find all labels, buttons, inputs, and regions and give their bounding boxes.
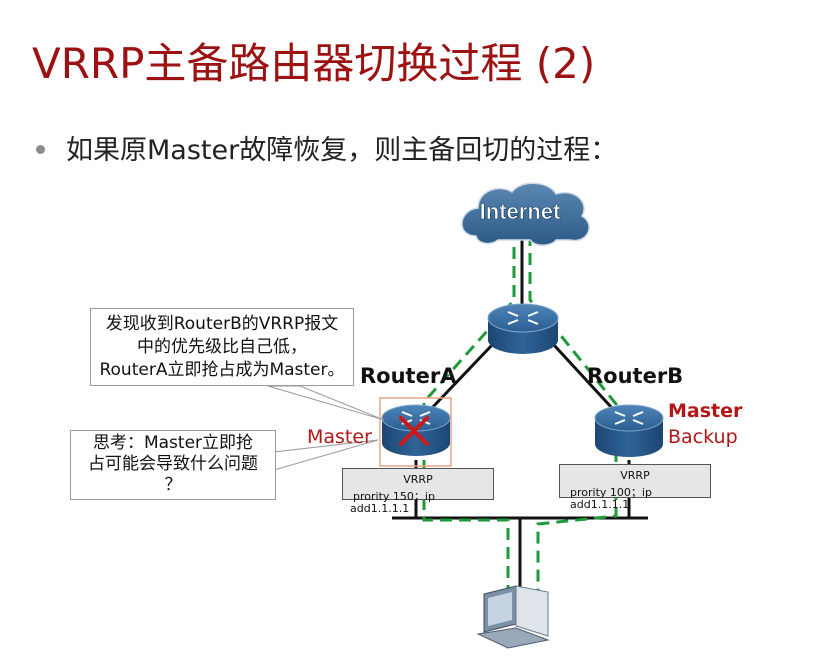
internet-label: Internet bbox=[480, 199, 561, 224]
routera-vrrp-title: VRRP bbox=[403, 473, 433, 486]
callout1-line1: 发现收到RouterB的VRRP报文 bbox=[105, 314, 339, 334]
internet-cloud-icon bbox=[461, 182, 590, 246]
slide-title: VRRP主备路由器切换过程 (2) bbox=[32, 39, 596, 88]
pc-icon bbox=[476, 585, 550, 649]
routerb-vrrp-addr: add1.1.1.1 bbox=[570, 498, 630, 511]
routerb-role-old: Backup bbox=[668, 426, 738, 448]
routera-name: RouterA bbox=[360, 364, 457, 388]
routerb-vrrp-title: VRRP bbox=[620, 469, 650, 482]
callout2-line2: 占可能会导致什么问题 bbox=[88, 454, 258, 474]
core-router-icon bbox=[487, 303, 559, 354]
routera-vrrp-box: VRRP prority 150；ip bbox=[342, 468, 494, 503]
routera-vrrp-priority: prority 150；ip bbox=[353, 490, 435, 503]
question-callout: 思考：Master立即抢 占可能会导致什么问题 ？ bbox=[70, 430, 276, 500]
link-core-routera bbox=[428, 342, 495, 412]
link-core-routerb bbox=[551, 342, 614, 410]
preemption-callout: 发现收到RouterB的VRRP报文 中的优先级比自己低， RouterA立即抢… bbox=[90, 308, 354, 386]
routerb-role-new: Master bbox=[668, 400, 743, 422]
routerb-vrrp-priority: prority 100；ip bbox=[570, 486, 652, 499]
routerb-vrrp-box: VRRP prority 100；ip bbox=[559, 464, 711, 499]
traffic-path bbox=[422, 228, 618, 592]
routerb-name: RouterB bbox=[587, 364, 684, 388]
callout-pointers bbox=[267, 385, 385, 471]
routera-vrrp-addr: add1.1.1.1 bbox=[350, 502, 410, 515]
bullet-text: 如果原Master故障恢复，则主备回切的过程： bbox=[66, 135, 618, 166]
callout1-line3: RouterA立即抢占成为Master。 bbox=[99, 360, 345, 380]
routerb-icon bbox=[594, 404, 664, 457]
callout2-line1: 思考：Master立即抢 bbox=[92, 433, 254, 453]
routera-highlight-frame bbox=[379, 397, 452, 467]
callout2-line3: ？ bbox=[164, 475, 182, 495]
routera-role: Master bbox=[307, 426, 372, 448]
bullet-dot bbox=[36, 145, 45, 154]
fault-x-icon bbox=[399, 416, 429, 446]
callout1-line2: 中的优先级比自己低， bbox=[137, 337, 307, 357]
